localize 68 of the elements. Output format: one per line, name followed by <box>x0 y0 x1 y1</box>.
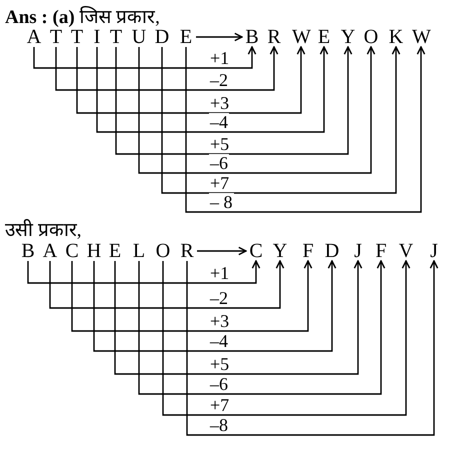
letter: R <box>178 241 196 261</box>
letter: I <box>88 27 106 47</box>
arrow <box>27 260 260 284</box>
letter: W <box>412 27 430 47</box>
edge-label: +1 <box>209 49 230 67</box>
edge-label: +3 <box>209 312 230 330</box>
arrow <box>114 260 362 375</box>
letter: C <box>247 241 265 261</box>
letter: F <box>372 241 390 261</box>
edge-label: +5 <box>209 355 230 373</box>
letter: T <box>107 27 125 47</box>
arrow <box>185 46 426 213</box>
edge-label: +3 <box>209 94 230 112</box>
arrow <box>161 46 400 194</box>
edge-label: +5 <box>209 135 230 153</box>
arrow <box>186 260 438 436</box>
letter: J <box>425 241 443 261</box>
edge-label: +7 <box>209 396 230 414</box>
arrow <box>76 46 306 114</box>
letter: D <box>323 241 341 261</box>
arrow <box>197 246 247 256</box>
letter: A <box>25 27 43 47</box>
edge-label: – 8 <box>209 193 234 211</box>
arrow <box>138 260 386 395</box>
letter: T <box>68 27 86 47</box>
edge-label: –6 <box>209 375 229 393</box>
letter: W <box>292 27 310 47</box>
heading: Ans : (a) जिस प्रकार, <box>5 5 160 29</box>
text-label: उसी प्रकार, <box>5 218 82 242</box>
edge-label: +1 <box>209 264 230 282</box>
letter: J <box>349 241 367 261</box>
letter: K <box>387 27 405 47</box>
arrow <box>138 46 376 174</box>
letter: R <box>265 27 283 47</box>
letter: E <box>177 27 195 47</box>
edge-label: –6 <box>209 154 229 172</box>
arrow <box>162 260 410 416</box>
arrow <box>71 260 312 332</box>
arrow <box>49 260 284 309</box>
letter: A <box>41 241 59 261</box>
edge-label: –8 <box>209 416 229 434</box>
edge-label: –2 <box>209 71 229 89</box>
arrow <box>33 46 256 69</box>
letter: T <box>47 27 65 47</box>
letter: O <box>154 241 172 261</box>
letter: B <box>19 241 37 261</box>
letter: V <box>397 241 415 261</box>
letter: L <box>130 241 148 261</box>
edge-label: –2 <box>209 289 229 307</box>
letter: Y <box>339 27 357 47</box>
letter: E <box>315 27 333 47</box>
letter: B <box>243 27 261 47</box>
arrow <box>55 46 278 91</box>
arrow <box>196 32 243 42</box>
arrow <box>115 46 352 155</box>
letter: D <box>153 27 171 47</box>
letter: Y <box>271 241 289 261</box>
letter: F <box>299 241 317 261</box>
edge-label: +7 <box>209 174 230 192</box>
arrow <box>93 260 336 352</box>
edge-label: –4 <box>209 332 229 350</box>
letter: U <box>130 27 148 47</box>
letter: H <box>85 241 103 261</box>
letter: C <box>63 241 81 261</box>
arrow <box>96 46 328 133</box>
letter: O <box>362 27 380 47</box>
letter: E <box>106 241 124 261</box>
edge-label: –4 <box>209 113 229 131</box>
